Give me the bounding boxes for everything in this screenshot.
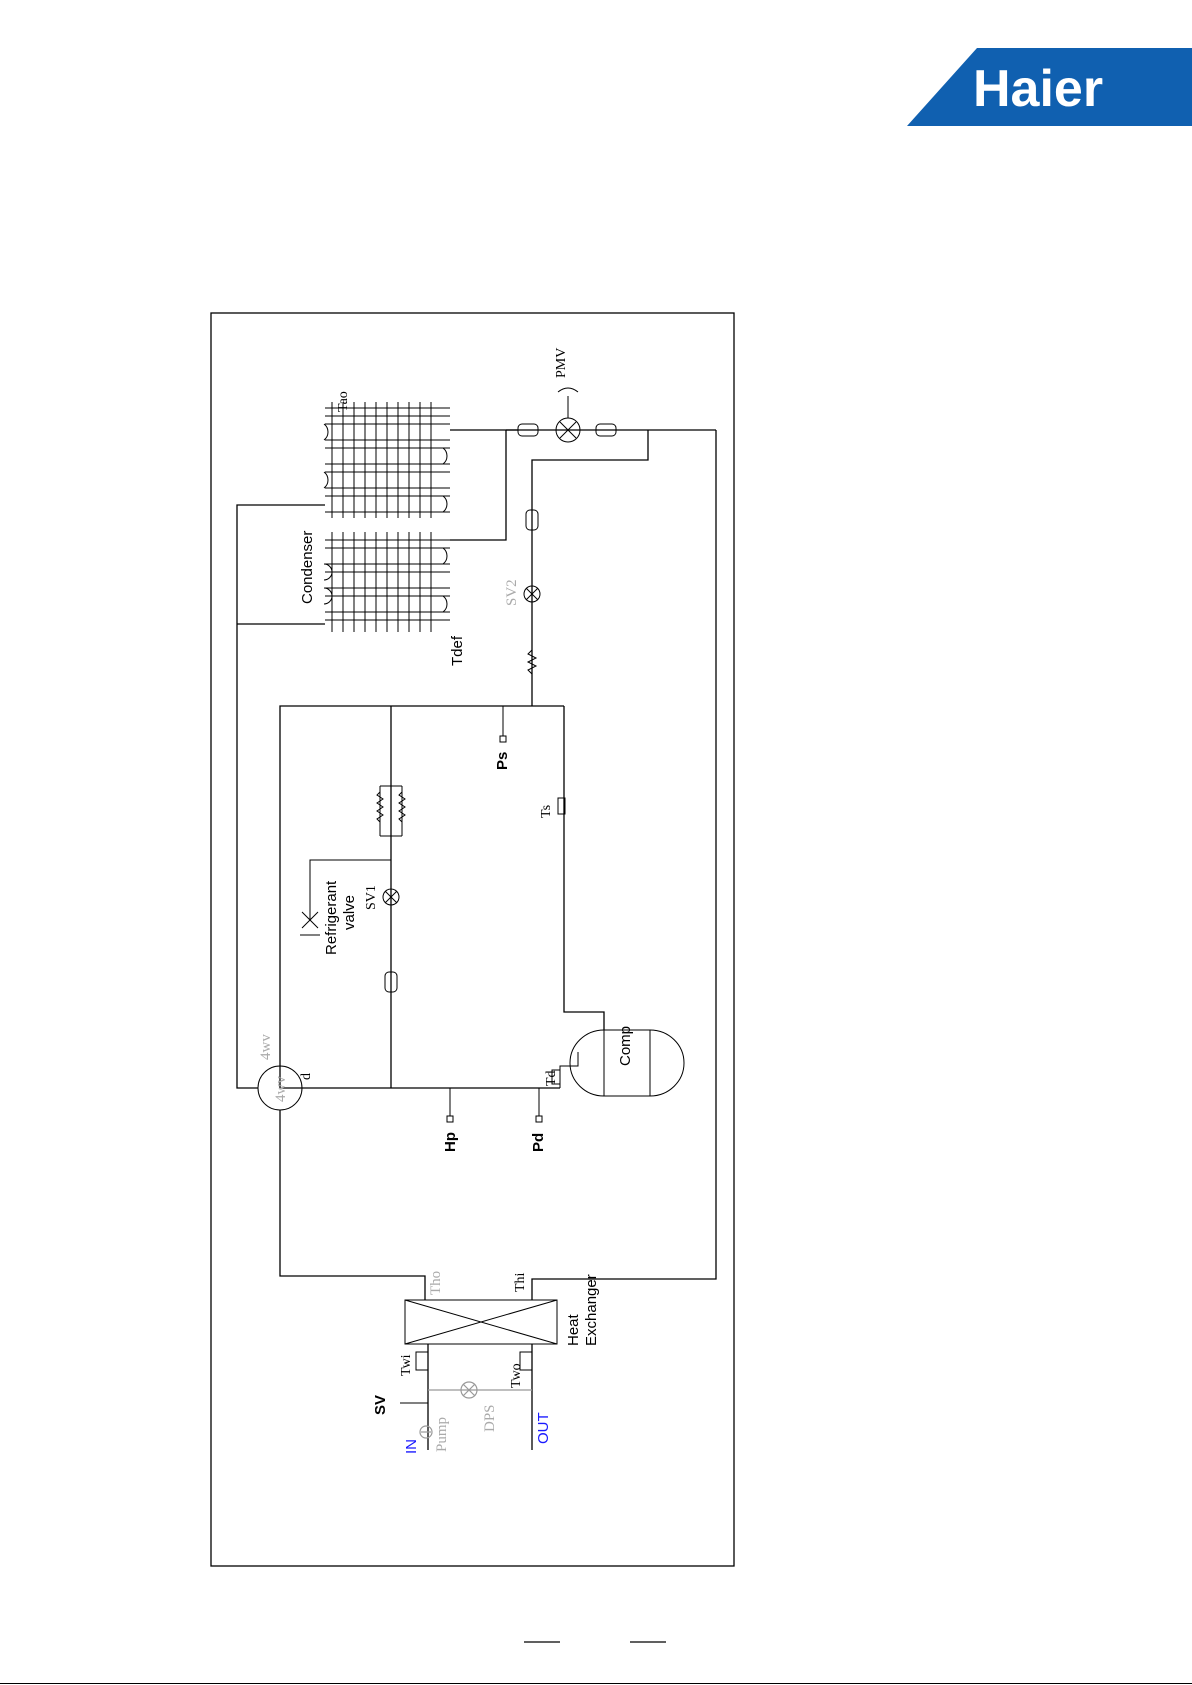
heat-label: Heat [565, 1313, 582, 1346]
ps-label: Ps [494, 752, 511, 770]
dps-label: DPS [482, 1404, 498, 1432]
pump-icon [420, 1426, 432, 1438]
condenser-coil-lower [324, 532, 450, 632]
two-label: Two [509, 1363, 524, 1388]
exchanger-label: Exchanger [583, 1274, 600, 1346]
tdef-label: Tdef [449, 635, 466, 666]
footer-rule [0, 1683, 1192, 1684]
pd-sensor [536, 1116, 542, 1122]
valve-label: valve [341, 895, 358, 930]
heat-exchanger-icon [405, 1300, 557, 1344]
td-label: Td [544, 1070, 559, 1086]
d-label: d [299, 1073, 314, 1080]
refrigerant-label: Refrigerant [323, 880, 340, 955]
tho-label: Tho [428, 1271, 444, 1295]
pipe-4wv-to-hx [280, 1110, 425, 1300]
pipe-sv2-bypass [532, 430, 648, 706]
pmv-label: PMV [554, 348, 569, 378]
twi-sensor [416, 1352, 428, 1370]
sv2-label: SV2 [504, 579, 520, 606]
pd-label: Pd [530, 1133, 547, 1152]
pipe-suction-to-comp [564, 706, 604, 1030]
4wv-circle-label: 4wv [273, 1076, 289, 1102]
hp-label: Hp [442, 1132, 459, 1152]
hp-sensor [447, 1116, 453, 1122]
condenser-label: Condenser [299, 531, 316, 604]
thi-label: Thi [513, 1272, 528, 1292]
in-label: IN [403, 1439, 420, 1454]
tao-label: Tao [336, 391, 351, 412]
pmv-valve-icon [556, 388, 580, 442]
pipe-liquid-to-hx [532, 430, 716, 1300]
comp-label: Comp [617, 1026, 634, 1066]
condenser-coil-upper [324, 402, 450, 518]
ts-label: Ts [539, 805, 554, 818]
diagram-frame [211, 313, 734, 1566]
sv-label: SV [372, 1395, 389, 1415]
sv1-label: SV1 [364, 885, 379, 910]
out-label: OUT [535, 1412, 552, 1444]
twi-label: Twi [399, 1354, 414, 1376]
pump-label: Pump [434, 1417, 450, 1452]
4wv-top-label: 4wv [258, 1034, 274, 1060]
ps-sensor [500, 736, 506, 742]
pipe-condenser-outlet [450, 430, 506, 540]
